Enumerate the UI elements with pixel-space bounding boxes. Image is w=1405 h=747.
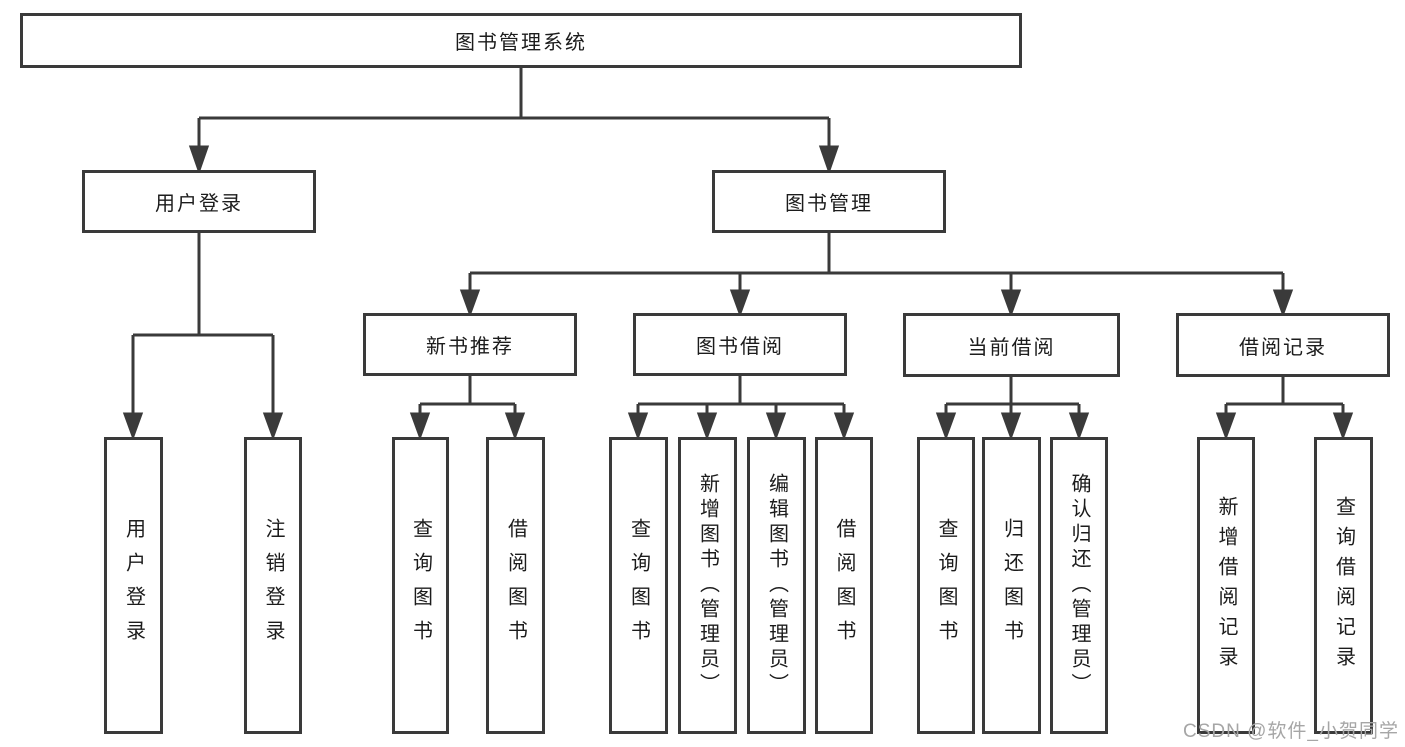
- node-book-management: 图书管理: [712, 170, 946, 233]
- node-bb-edit-books-admin: 编辑图书（管理员）: [747, 437, 806, 734]
- connector-new-book-rec-to-leaves: [409, 376, 526, 441]
- node-cb-query-books: 查询图书: [917, 437, 975, 734]
- node-root-label: 图书管理系统: [455, 32, 587, 54]
- node-cb-confirm-return-admin-label: 确认归还（管理员）: [1068, 473, 1090, 698]
- node-borrow-records: 借阅记录: [1176, 313, 1390, 377]
- connector-root-to-level2: [188, 68, 840, 175]
- node-cb-return-books-label: 归还图书: [1000, 517, 1023, 654]
- node-leaf-logout-login: 注销登录: [244, 437, 302, 734]
- node-user-login-label: 用户登录: [155, 193, 243, 215]
- node-rec-query-books: 查询图书: [392, 437, 449, 734]
- node-new-book-recommend-label: 新书推荐: [426, 336, 514, 358]
- connector-user-login-to-leaves: [122, 233, 284, 441]
- csdn-watermark: CSDN @软件_小贺同学: [1183, 721, 1399, 742]
- node-book-borrow: 图书借阅: [633, 313, 847, 376]
- node-cb-query-books-label: 查询图书: [935, 517, 957, 654]
- node-bb-edit-books-admin-label: 编辑图书（管理员）: [765, 473, 788, 698]
- node-root: 图书管理系统: [20, 13, 1022, 68]
- connector-current-borrow-to-leaves: [935, 377, 1090, 441]
- node-br-add-borrow-record: 新增借阅记录: [1197, 437, 1255, 734]
- node-new-book-recommend: 新书推荐: [363, 313, 577, 376]
- node-current-borrow: 当前借阅: [903, 313, 1120, 377]
- node-rec-borrow-books-label: 借阅图书: [504, 517, 527, 654]
- node-br-query-borrow-record: 查询借阅记录: [1314, 437, 1373, 734]
- node-bb-query-books: 查询图书: [609, 437, 668, 734]
- node-user-login: 用户登录: [82, 170, 316, 233]
- node-leaf-user-login: 用户登录: [104, 437, 163, 734]
- node-bb-add-books-admin: 新增图书（管理员）: [678, 437, 737, 734]
- node-rec-query-books-label: 查询图书: [409, 517, 432, 654]
- node-bb-query-books-label: 查询图书: [627, 517, 650, 654]
- connector-book-mgmt-to-level3: [459, 233, 1294, 318]
- node-leaf-user-login-label: 用户登录: [122, 517, 145, 654]
- node-cb-return-books: 归还图书: [982, 437, 1041, 734]
- node-bb-borrow-books: 借阅图书: [815, 437, 873, 734]
- node-bb-borrow-books-label: 借阅图书: [833, 517, 855, 654]
- node-book-management-label: 图书管理: [785, 193, 873, 215]
- node-cb-confirm-return-admin: 确认归还（管理员）: [1050, 437, 1108, 734]
- node-book-borrow-label: 图书借阅: [696, 336, 784, 358]
- connector-book-borrow-to-leaves: [627, 376, 855, 441]
- node-br-add-borrow-record-label: 新增借阅记录: [1215, 495, 1237, 676]
- node-rec-borrow-books: 借阅图书: [486, 437, 545, 734]
- node-current-borrow-label: 当前借阅: [967, 336, 1056, 359]
- node-leaf-logout-login-label: 注销登录: [262, 517, 284, 654]
- node-br-query-borrow-record-label: 查询借阅记录: [1332, 495, 1355, 676]
- connector-borrow-records-to-leaves: [1215, 377, 1354, 441]
- node-bb-add-books-admin-label: 新增图书（管理员）: [696, 473, 719, 698]
- node-borrow-records-label: 借阅记录: [1239, 336, 1327, 359]
